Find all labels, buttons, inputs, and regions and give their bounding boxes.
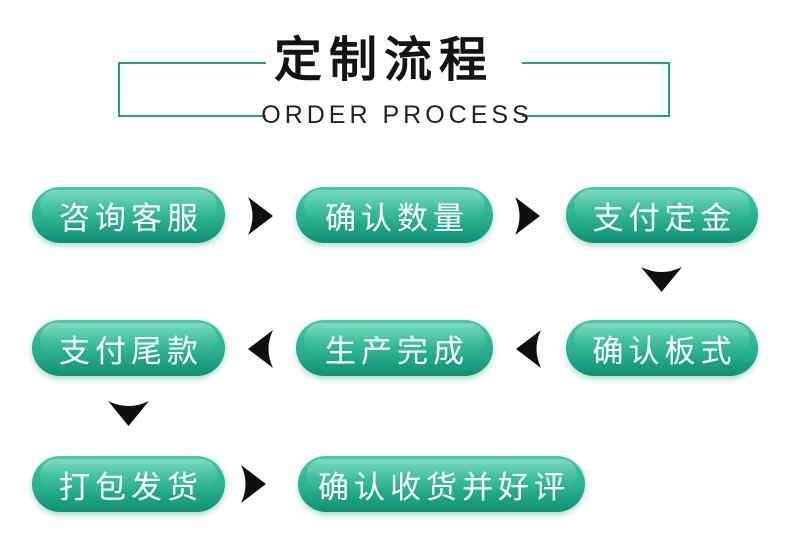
- step-confirm-quantity: 确认数量: [296, 187, 493, 243]
- arrow-right-icon: [241, 465, 266, 503]
- step-pay-balance: 支付尾款: [32, 320, 225, 376]
- step-label: 咨询客服: [59, 200, 203, 236]
- title-bracket-left: [118, 62, 266, 117]
- arrow-down-icon: [108, 401, 149, 426]
- step-label: 支付尾款: [59, 333, 203, 369]
- step-label: 确认板式: [592, 333, 737, 369]
- step-pack-ship: 打包发货: [32, 456, 225, 512]
- page-title: 定制流程: [273, 34, 495, 87]
- arrow-left-icon: [248, 330, 273, 368]
- step-label: 确认数量: [325, 200, 469, 236]
- arrow-down-icon: [641, 267, 682, 292]
- step-confirm-layout: 确认板式: [566, 320, 758, 376]
- page-subtitle: ORDER PROCESS: [261, 101, 533, 129]
- arrow-right-icon: [515, 197, 540, 235]
- arrow-right-icon: [248, 197, 273, 235]
- step-consult-service: 咨询客服: [32, 187, 225, 243]
- step-label: 生产完成: [325, 333, 469, 369]
- step-confirm-receipt-review: 确认收货并好评: [298, 456, 585, 512]
- arrow-left-icon: [516, 330, 541, 368]
- step-label: 支付定金: [592, 200, 737, 236]
- step-label: 确认收货并好评: [318, 469, 570, 505]
- step-label: 打包发货: [59, 469, 203, 505]
- title-bracket-right: [522, 62, 670, 117]
- step-pay-deposit: 支付定金: [566, 187, 758, 243]
- step-production-complete: 生产完成: [296, 320, 493, 376]
